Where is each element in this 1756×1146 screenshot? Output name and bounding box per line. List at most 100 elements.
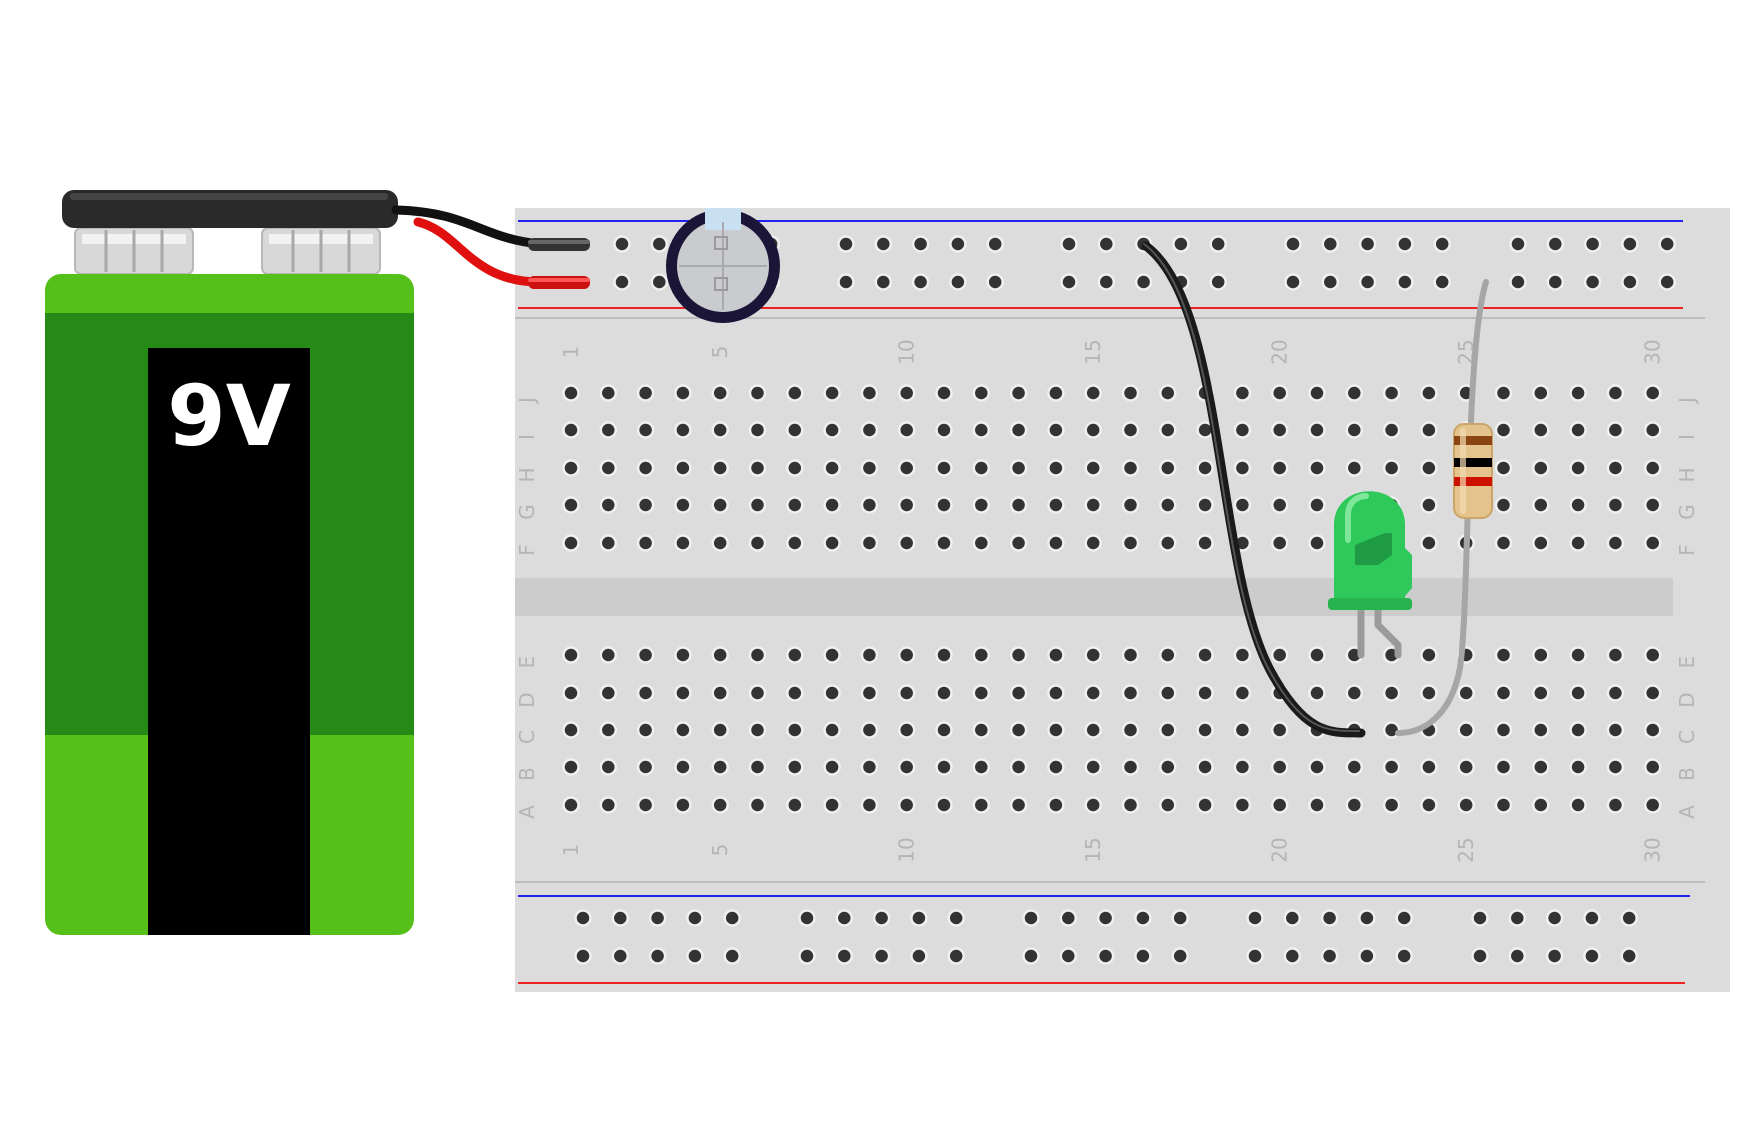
column-number-bottom: 25 bbox=[1454, 837, 1478, 862]
breadboard-hole bbox=[711, 534, 729, 552]
breadboard-hole bbox=[711, 684, 729, 702]
column-number-bottom: 30 bbox=[1641, 837, 1665, 862]
rail-hole bbox=[1621, 235, 1639, 253]
breadboard-hole bbox=[711, 421, 729, 439]
breadboard-hole bbox=[599, 496, 618, 514]
breadboard-hole bbox=[897, 534, 916, 552]
breadboard-hole bbox=[1494, 646, 1513, 664]
rail-hole bbox=[611, 947, 630, 965]
rail-hole bbox=[874, 235, 893, 253]
breadboard-hole bbox=[823, 496, 841, 514]
rail-hole bbox=[1396, 235, 1414, 253]
breadboard-hole bbox=[1159, 384, 1177, 402]
battery-lead-black bbox=[391, 205, 545, 249]
row-label-left: E bbox=[515, 656, 539, 669]
breadboard-hole bbox=[711, 646, 729, 664]
breadboard-hole bbox=[674, 684, 692, 702]
breadboard-hole bbox=[562, 496, 580, 514]
breadboard-hole bbox=[860, 796, 879, 814]
breadboard-hole bbox=[1643, 421, 1662, 439]
breadboard-hole bbox=[1345, 684, 1364, 702]
capacitor bbox=[666, 208, 780, 323]
breadboard-hole bbox=[1532, 534, 1550, 552]
breadboard-hole bbox=[1047, 534, 1065, 552]
breadboard-hole bbox=[1121, 384, 1140, 402]
breadboard-hole bbox=[1494, 758, 1513, 776]
rail-hole bbox=[650, 273, 669, 291]
rail-hole bbox=[1358, 947, 1376, 965]
breadboard-hole bbox=[1643, 384, 1662, 402]
rail-hole bbox=[1321, 273, 1340, 291]
rail-hole bbox=[1545, 947, 1564, 965]
rail-hole bbox=[1134, 273, 1153, 291]
rail-hole bbox=[1508, 909, 1527, 927]
breadboard-hole bbox=[897, 496, 916, 514]
breadboard-hole bbox=[674, 459, 692, 477]
rail-hole bbox=[650, 235, 669, 253]
breadboard-hole bbox=[1308, 534, 1326, 552]
breadboard-hole bbox=[1382, 684, 1401, 702]
breadboard-hole bbox=[860, 646, 879, 664]
breadboard-hole bbox=[1047, 646, 1065, 664]
breadboard-hole bbox=[1159, 758, 1177, 776]
breadboard-hole bbox=[1532, 684, 1550, 702]
breadboard-hole bbox=[1457, 758, 1475, 776]
row-label-left: G bbox=[515, 504, 539, 520]
breadboard-hole bbox=[972, 496, 991, 514]
breadboard-hole bbox=[1532, 721, 1550, 739]
breadboard-hole bbox=[599, 758, 618, 776]
rail-hole bbox=[1097, 235, 1116, 253]
breadboard-hole bbox=[1569, 721, 1587, 739]
breadboard-hole bbox=[935, 758, 953, 776]
rail-hole bbox=[911, 273, 930, 291]
breadboard-hole bbox=[1084, 421, 1102, 439]
column-number-top: 15 bbox=[1081, 339, 1105, 364]
breadboard-hole bbox=[599, 796, 618, 814]
breadboard-hole bbox=[636, 459, 655, 477]
breadboard-hole bbox=[1532, 758, 1550, 776]
breadboard-hole bbox=[935, 421, 953, 439]
breadboard-hole bbox=[860, 534, 879, 552]
breadboard-hole bbox=[1009, 421, 1028, 439]
breadboard-hole bbox=[1233, 496, 1252, 514]
rail-hole bbox=[613, 235, 631, 253]
breadboard-hole bbox=[823, 758, 841, 776]
rail-hole bbox=[574, 947, 592, 965]
breadboard-hole bbox=[562, 459, 580, 477]
rail-hole bbox=[872, 947, 891, 965]
breadboard-hole bbox=[1308, 684, 1326, 702]
breadboard-hole bbox=[674, 384, 692, 402]
rail-hole bbox=[911, 235, 930, 253]
rail-hole bbox=[1396, 273, 1414, 291]
breadboard-hole bbox=[1569, 384, 1587, 402]
row-label-left: J bbox=[515, 397, 539, 405]
battery-lead-red bbox=[413, 217, 545, 287]
rail-hole bbox=[1471, 909, 1489, 927]
resistor-band-2 bbox=[1454, 458, 1492, 467]
breadboard-hole bbox=[562, 646, 580, 664]
breadboard-hole bbox=[1233, 421, 1252, 439]
battery-band bbox=[148, 348, 310, 935]
rail-hole bbox=[1395, 909, 1413, 927]
rail-hole bbox=[1433, 273, 1451, 291]
breadboard-hole bbox=[897, 646, 916, 664]
breadboard-hole bbox=[1084, 384, 1102, 402]
rail-hole bbox=[874, 273, 893, 291]
led-leg-2 bbox=[1374, 599, 1402, 659]
row-label-right: B bbox=[1675, 767, 1699, 781]
breadboard-hole bbox=[1345, 384, 1364, 402]
rail-hole bbox=[574, 909, 592, 927]
breadboard-hole bbox=[1196, 684, 1214, 702]
breadboard-hole bbox=[599, 721, 618, 739]
breadboard-hole bbox=[1420, 758, 1438, 776]
breadboard-hole bbox=[636, 384, 655, 402]
breadboard-hole bbox=[823, 459, 841, 477]
breadboard-hole bbox=[674, 646, 692, 664]
rail-hole bbox=[1620, 909, 1638, 927]
breadboard-hole bbox=[1196, 496, 1214, 514]
breadboard-hole bbox=[1532, 459, 1550, 477]
rail-hole bbox=[837, 273, 855, 291]
breadboard-hole bbox=[786, 646, 804, 664]
breadboard-hole bbox=[1233, 684, 1252, 702]
